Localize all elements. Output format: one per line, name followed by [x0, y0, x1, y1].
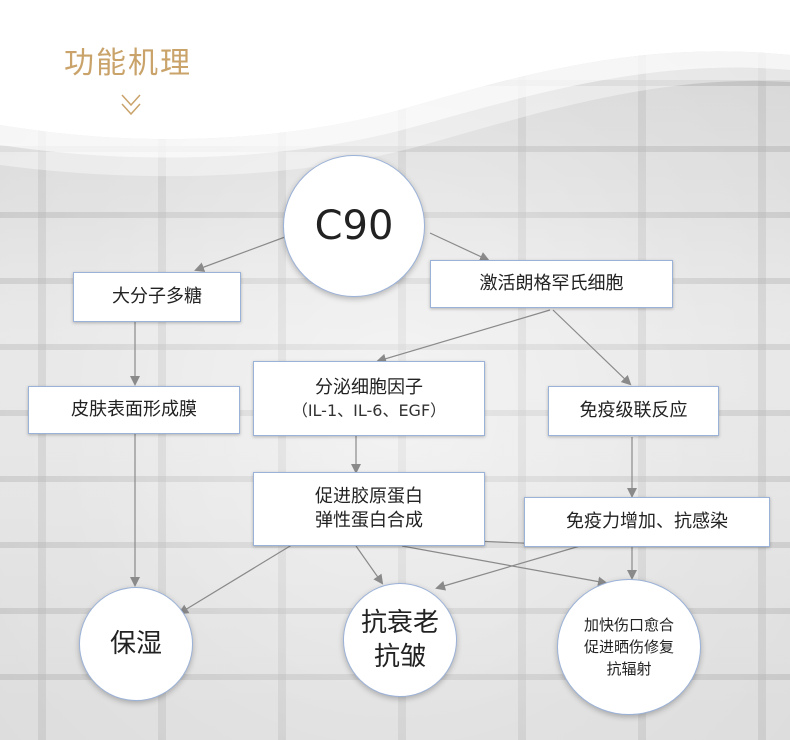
node-c90-label: C90	[314, 203, 394, 249]
node-moisture-label: 保湿	[109, 629, 162, 659]
chevron-down-icon	[121, 94, 141, 116]
node-skin-film: 皮肤表面形成膜	[28, 386, 240, 434]
node-healing-line1: 加快伤口愈合	[583, 616, 674, 634]
node-langerhans: 激活朗格罕氏细胞	[430, 260, 673, 308]
node-healing-line3: 抗辐射	[606, 660, 652, 678]
node-moisture: 保湿	[79, 587, 193, 701]
arrow-collagen-antiaging	[355, 545, 384, 585]
node-immunity-label: 免疫力增加、抗感染	[566, 511, 728, 532]
section-title: 功能机理	[64, 46, 192, 81]
node-immune-cascade: 免疫级联反应	[548, 386, 719, 436]
header-wave	[0, 0, 790, 177]
arrow-langerhans-cascade	[552, 309, 632, 386]
arrow-c90-polysaccharide	[194, 236, 286, 272]
node-immunity: 免疫力增加、抗感染	[524, 497, 770, 547]
node-healing: 加快伤口愈合 促进晒伤修复 抗辐射	[557, 579, 701, 715]
node-collagen-line2: 弹性蛋白合成	[315, 510, 423, 531]
node-polysaccharide-label: 大分子多糖	[112, 286, 202, 307]
node-cytokine-line2: （IL-1、IL-6、EGF）	[291, 400, 447, 420]
arrow-collagen-moisture	[178, 539, 301, 615]
node-cytokine: 分泌细胞因子 （IL-1、IL-6、EGF）	[253, 361, 485, 436]
node-skin-film-label: 皮肤表面形成膜	[71, 399, 197, 420]
node-collagen-line1: 促进胶原蛋白	[315, 486, 423, 507]
node-langerhans-label: 激活朗格罕氏细胞	[479, 273, 624, 294]
arrow-c90-langerhans	[429, 232, 490, 262]
arrow-langerhans-cytokine	[376, 309, 551, 364]
node-immune-cascade-label: 免疫级联反应	[579, 400, 688, 421]
arrow-immunity-antiaging	[435, 545, 581, 591]
node-anti-aging-line2: 抗皱	[373, 642, 426, 672]
node-anti-aging: 抗衰老 抗皱	[343, 583, 457, 697]
arrow-collagen-healing	[401, 545, 608, 587]
node-healing-line2: 促进晒伤修复	[583, 638, 674, 656]
node-cytokine-line1: 分泌细胞因子	[315, 376, 423, 398]
node-collagen: 促进胶原蛋白 弹性蛋白合成	[253, 472, 485, 546]
node-polysaccharide: 大分子多糖	[73, 272, 241, 322]
node-anti-aging-line1: 抗衰老	[360, 608, 439, 638]
node-c90: C90	[283, 155, 425, 297]
